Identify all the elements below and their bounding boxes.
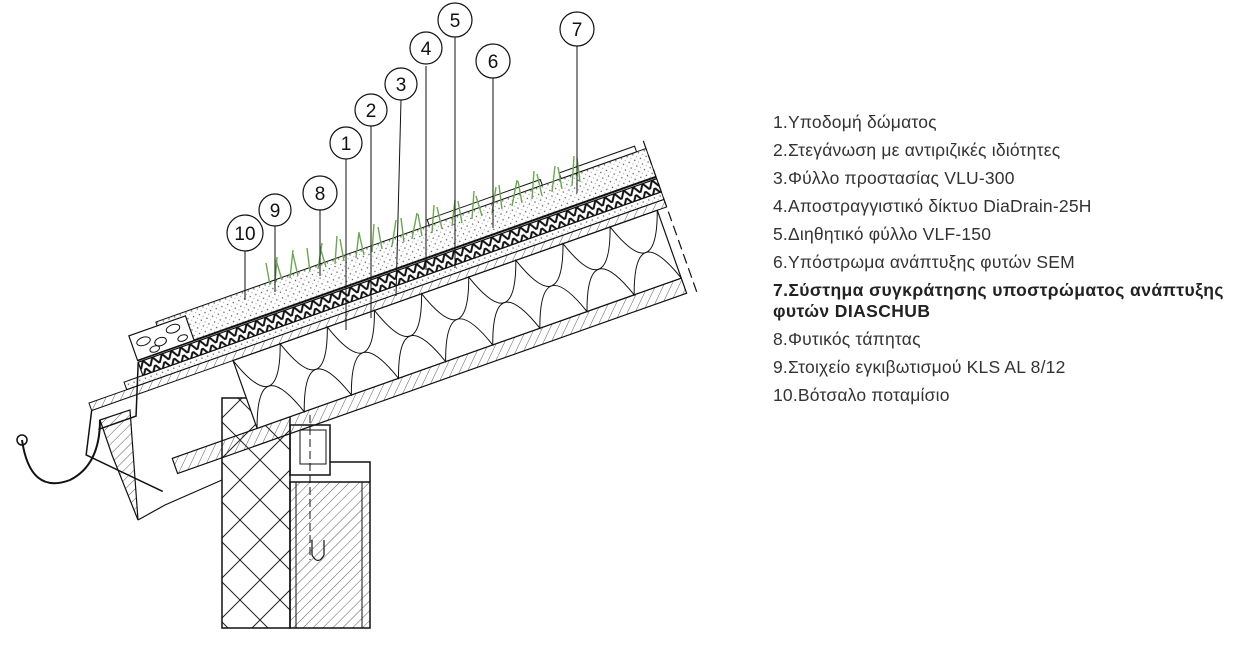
svg-text:3: 3 xyxy=(396,75,407,96)
callout-6: 6 xyxy=(475,43,511,79)
legend-item-6: 6.Υπόστρωμα ανάπτυξης φυτών SEM xyxy=(773,252,1075,272)
callout-5: 5 xyxy=(437,2,473,38)
legend-item-2: 2.Στεγάνωση με αντιριζικές ιδιότητες xyxy=(773,140,1061,160)
callout-9: 9 xyxy=(258,193,292,227)
callout-leaders xyxy=(244,37,578,330)
legend-item-9: 9.Στοιχείο εγκιβωτισμού KLS AL 8/12 xyxy=(773,357,1066,377)
legend-item-4: 4.Αποστραγγιστικό δίκτυο DiaDrain-25H xyxy=(773,196,1092,216)
callout-7: 7 xyxy=(559,11,595,47)
roof-build-up xyxy=(85,140,698,493)
svg-text:2: 2 xyxy=(366,101,377,122)
svg-text:1: 1 xyxy=(341,134,352,155)
gutter xyxy=(16,409,223,521)
svg-text:4: 4 xyxy=(421,39,432,60)
svg-text:5: 5 xyxy=(450,11,461,32)
callout-2: 2 xyxy=(354,93,388,127)
svg-text:7: 7 xyxy=(572,20,583,41)
layer-legend: 1.Υποδομή δώματος 2.Στεγάνωση με αντιριζ… xyxy=(773,112,1243,413)
callout-1: 1 xyxy=(329,126,363,160)
svg-text:6: 6 xyxy=(488,52,499,73)
legend-item-1: 1.Υποδομή δώματος xyxy=(773,112,937,132)
svg-text:8: 8 xyxy=(315,184,326,205)
legend-item-7: 7.Σύστημα συγκράτησης υποστρώματος ανάπτ… xyxy=(773,280,1224,321)
legend-item-8: 8.Φυτικός τάπητας xyxy=(773,329,921,349)
svg-text:10: 10 xyxy=(234,224,255,245)
legend-item-5: 5.Διηθητικό φύλλο VLF-150 xyxy=(773,224,992,244)
callout-4: 4 xyxy=(409,31,443,65)
legend-item-3: 3.Φύλλο προστασίας VLU-300 xyxy=(773,168,1015,188)
plant-layer xyxy=(265,155,581,286)
svg-text:9: 9 xyxy=(270,201,281,222)
legend-item-10: 10.Βότσαλο ποταμίσιο xyxy=(773,385,950,405)
green-roof-section-drawing: 1 2 3 4 5 6 7 8 9 10 xyxy=(16,2,698,629)
callout-8: 8 xyxy=(302,175,338,211)
callout-3: 3 xyxy=(384,67,418,101)
callout-10: 10 xyxy=(226,214,264,252)
